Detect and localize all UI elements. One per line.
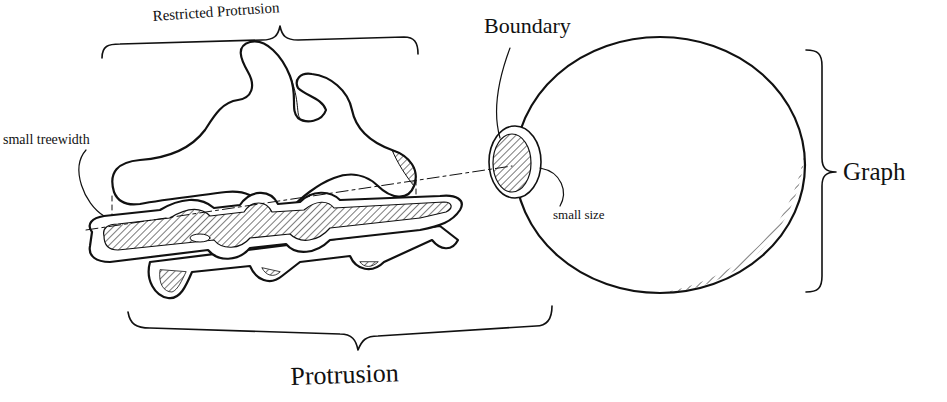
leader-line [496,48,510,138]
leader-line [79,150,104,216]
axis-line [86,166,512,230]
figure-label: Restricted Protrusion [152,0,280,24]
brace [128,306,552,350]
boundary-ring [489,126,541,198]
shading [160,262,378,292]
figure-label: small treewidth [3,132,90,147]
figure-label: Graph [843,158,905,186]
restricted-protrusion [112,41,415,218]
bracket [806,50,836,292]
figure-label: Boundary [484,14,571,38]
figure-label: Protrusion [290,359,399,391]
graph-ellipse [515,37,805,293]
leader-line [540,168,563,206]
tree-decomposition-slab [90,193,462,262]
boundary-fill [493,134,531,192]
figure-label: small size [553,208,605,222]
slab-band [104,202,451,250]
